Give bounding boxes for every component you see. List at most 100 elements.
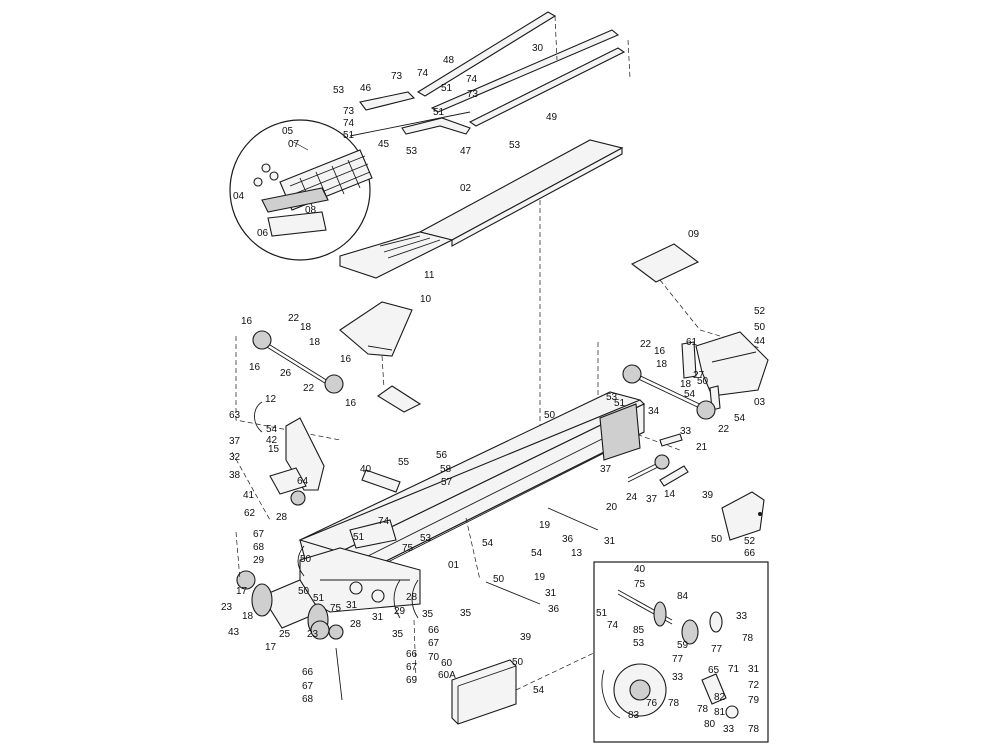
- callout: 69: [406, 675, 418, 686]
- callout: 10: [420, 294, 432, 305]
- callout: 26: [280, 368, 292, 379]
- callout: 67: [428, 638, 440, 649]
- callout: 51: [353, 532, 365, 543]
- detail-inset: [593, 561, 769, 743]
- callout: 78: [668, 698, 680, 709]
- callout: 54: [734, 413, 746, 424]
- callout: 33: [680, 426, 692, 437]
- callout: 53: [606, 392, 618, 403]
- callout-labels: 48 30 74 73 51 74 46 53 73 73 51 74 49 5…: [221, 43, 766, 735]
- callout: 17: [265, 642, 277, 653]
- callout: 30: [532, 43, 544, 54]
- callout: 53: [633, 638, 645, 649]
- callout: 68: [302, 694, 314, 705]
- callout: 19: [539, 520, 551, 531]
- callout: 28: [276, 512, 288, 523]
- callout: 80: [704, 719, 716, 730]
- callout: 50: [298, 586, 310, 597]
- callout: 36: [548, 604, 560, 615]
- callout: 77: [672, 654, 684, 665]
- callout: 33: [723, 724, 735, 735]
- callout: 83: [628, 710, 640, 721]
- callout: 25: [279, 629, 291, 640]
- callout: 47: [460, 146, 472, 157]
- callout: 12: [265, 394, 277, 405]
- callout: 04: [233, 191, 245, 202]
- tension-rods: [485, 507, 599, 605]
- callout: 51: [596, 608, 608, 619]
- callout: 74: [466, 74, 478, 85]
- callout: 67: [253, 529, 265, 540]
- callout: 73: [391, 71, 403, 82]
- callout: 29: [253, 555, 265, 566]
- callout: 74: [343, 118, 355, 129]
- callout: 33: [672, 672, 684, 683]
- callout: 50: [697, 376, 709, 387]
- callout: 59: [677, 640, 689, 651]
- callout: 39: [702, 490, 714, 501]
- side-cover-13: [721, 491, 765, 541]
- callout: 17: [236, 586, 248, 597]
- callout: 50: [711, 534, 723, 545]
- callout: 20: [606, 502, 618, 513]
- callout: 28: [350, 619, 362, 630]
- callout: 16: [654, 346, 666, 357]
- callout: 50: [754, 322, 766, 333]
- tensioner-assembly: [627, 433, 689, 487]
- callout: 78: [742, 633, 754, 644]
- callout: 74: [417, 68, 429, 79]
- callout: 66: [406, 649, 418, 660]
- callout: 31: [604, 536, 616, 547]
- callout: 53: [333, 85, 345, 96]
- callout: 51: [343, 130, 355, 141]
- callout: 75: [634, 579, 646, 590]
- callout: 51: [313, 593, 325, 604]
- callout: 68: [253, 542, 265, 553]
- callout: 51: [614, 398, 626, 409]
- callout: 44: [754, 336, 766, 347]
- callout: 56: [436, 450, 448, 461]
- callout: 37: [646, 494, 658, 505]
- callout: 52: [744, 536, 756, 547]
- top-rails: [349, 11, 631, 137]
- callout: 37: [600, 464, 612, 475]
- callout: 18: [300, 322, 312, 333]
- callout: 43: [228, 627, 240, 638]
- callout: 11: [424, 270, 435, 281]
- callout: 64: [297, 476, 309, 487]
- callout: 48: [443, 55, 455, 66]
- callout: 18: [656, 359, 668, 370]
- callout: 49: [546, 112, 558, 123]
- callout: 02: [460, 183, 472, 194]
- callout: 60A: [438, 670, 456, 681]
- callout: 70: [428, 652, 440, 663]
- callout: 63: [229, 410, 241, 421]
- callout: 36: [562, 534, 574, 545]
- callout: 66: [744, 548, 756, 559]
- callout: 22: [303, 383, 315, 394]
- callout: 21: [696, 442, 708, 453]
- callout: 13: [571, 548, 583, 559]
- callout: 66: [428, 625, 440, 636]
- callout: 53: [406, 146, 418, 157]
- callout: 57: [441, 477, 453, 488]
- callout: 46: [360, 83, 372, 94]
- callout: 40: [360, 464, 372, 475]
- callout: 31: [545, 588, 557, 599]
- callout: 54: [266, 424, 278, 435]
- callout: 78: [697, 704, 709, 715]
- callout: 42: [266, 435, 278, 446]
- callout: 18: [242, 611, 254, 622]
- callout: 75: [330, 603, 342, 614]
- callout: 29: [394, 606, 406, 617]
- callout: 35: [422, 609, 434, 620]
- callout: 34: [648, 406, 660, 417]
- callout: 82: [714, 692, 726, 703]
- callout: 33: [736, 611, 748, 622]
- callout: 61: [686, 337, 698, 348]
- chain-detail-circle: [229, 119, 373, 261]
- callout: 01: [448, 560, 460, 571]
- callout: 54: [482, 538, 494, 549]
- callout: 27: [693, 370, 705, 381]
- callout: 05: [282, 126, 294, 137]
